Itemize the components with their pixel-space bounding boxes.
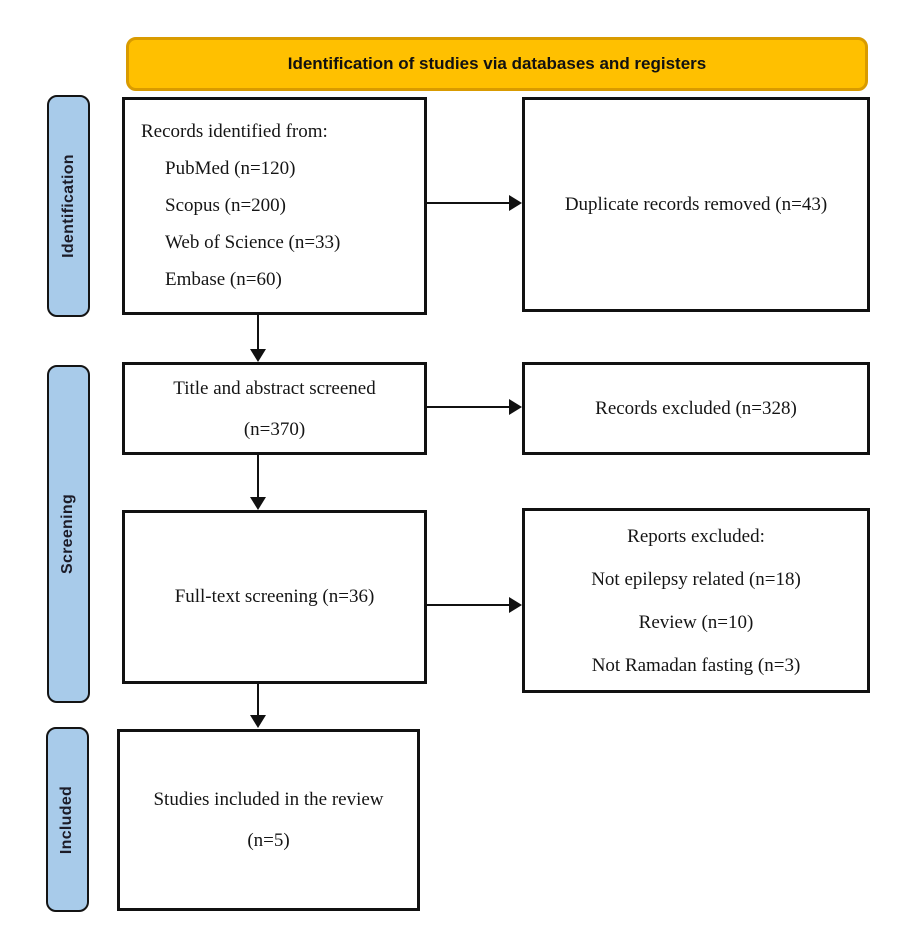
records-excluded-text: Records excluded (n=328) [595, 397, 797, 419]
box-fulltext-screening: Full-text screening (n=36) [122, 510, 427, 684]
arrowhead-down-icon [250, 715, 266, 728]
box-duplicates-removed: Duplicate records removed (n=43) [522, 97, 870, 312]
arrowhead-down-icon [250, 349, 266, 362]
arrowhead-down-icon [250, 497, 266, 510]
reports-excluded-reason-epilepsy: Not epilepsy related (n=18) [591, 568, 801, 590]
box-reports-excluded: Reports excluded: Not epilepsy related (… [522, 508, 870, 693]
records-source-pubmed: PubMed (n=120) [165, 158, 296, 179]
arrow-line [257, 315, 259, 351]
arrow-line [427, 604, 511, 606]
reports-excluded-title: Reports excluded: [627, 525, 765, 547]
studies-included-line1: Studies included in the review [153, 789, 384, 810]
title-abstract-line1: Title and abstract screened [173, 377, 376, 399]
records-source-scopus: Scopus (n=200) [165, 195, 287, 216]
stage-label-included-text: Included [58, 785, 76, 854]
diagram-title: Identification of studies via databases … [287, 54, 707, 73]
studies-included-line2: (n=5) [247, 830, 290, 851]
stage-label-included: Included [46, 727, 89, 912]
arrowhead-right-icon [509, 195, 522, 211]
reports-excluded-reason-review: Review (n=10) [638, 611, 754, 633]
stage-label-screening-text: Screening [59, 493, 77, 575]
box-studies-included: Studies included in the review (n=5) [117, 729, 420, 911]
records-identified-title: Records identified from: [141, 121, 328, 142]
arrowhead-right-icon [509, 597, 522, 613]
stage-label-screening: Screening [47, 365, 90, 703]
stage-label-identification: Identification [47, 95, 90, 317]
arrow-line [427, 202, 511, 204]
box-records-identified: Records identified from: PubMed (n=120) … [122, 97, 427, 315]
records-source-web-of-science: Web of Science (n=33) [165, 232, 341, 253]
records-source-embase: Embase (n=60) [165, 269, 282, 290]
box-records-excluded: Records excluded (n=328) [522, 362, 870, 455]
title-abstract-line2: (n=370) [243, 418, 306, 440]
arrow-line [257, 455, 259, 499]
duplicates-removed-text: Duplicate records removed (n=43) [564, 193, 828, 215]
arrowhead-right-icon [509, 399, 522, 415]
diagram-title-banner: Identification of studies via databases … [126, 37, 868, 91]
arrow-line [257, 684, 259, 717]
box-title-abstract-screened: Title and abstract screened (n=370) [122, 362, 427, 455]
stage-label-identification-text: Identification [59, 154, 77, 258]
reports-excluded-reason-ramadan: Not Ramadan fasting (n=3) [591, 654, 801, 676]
arrow-line [427, 406, 511, 408]
fulltext-screening-text: Full-text screening (n=36) [174, 586, 375, 607]
